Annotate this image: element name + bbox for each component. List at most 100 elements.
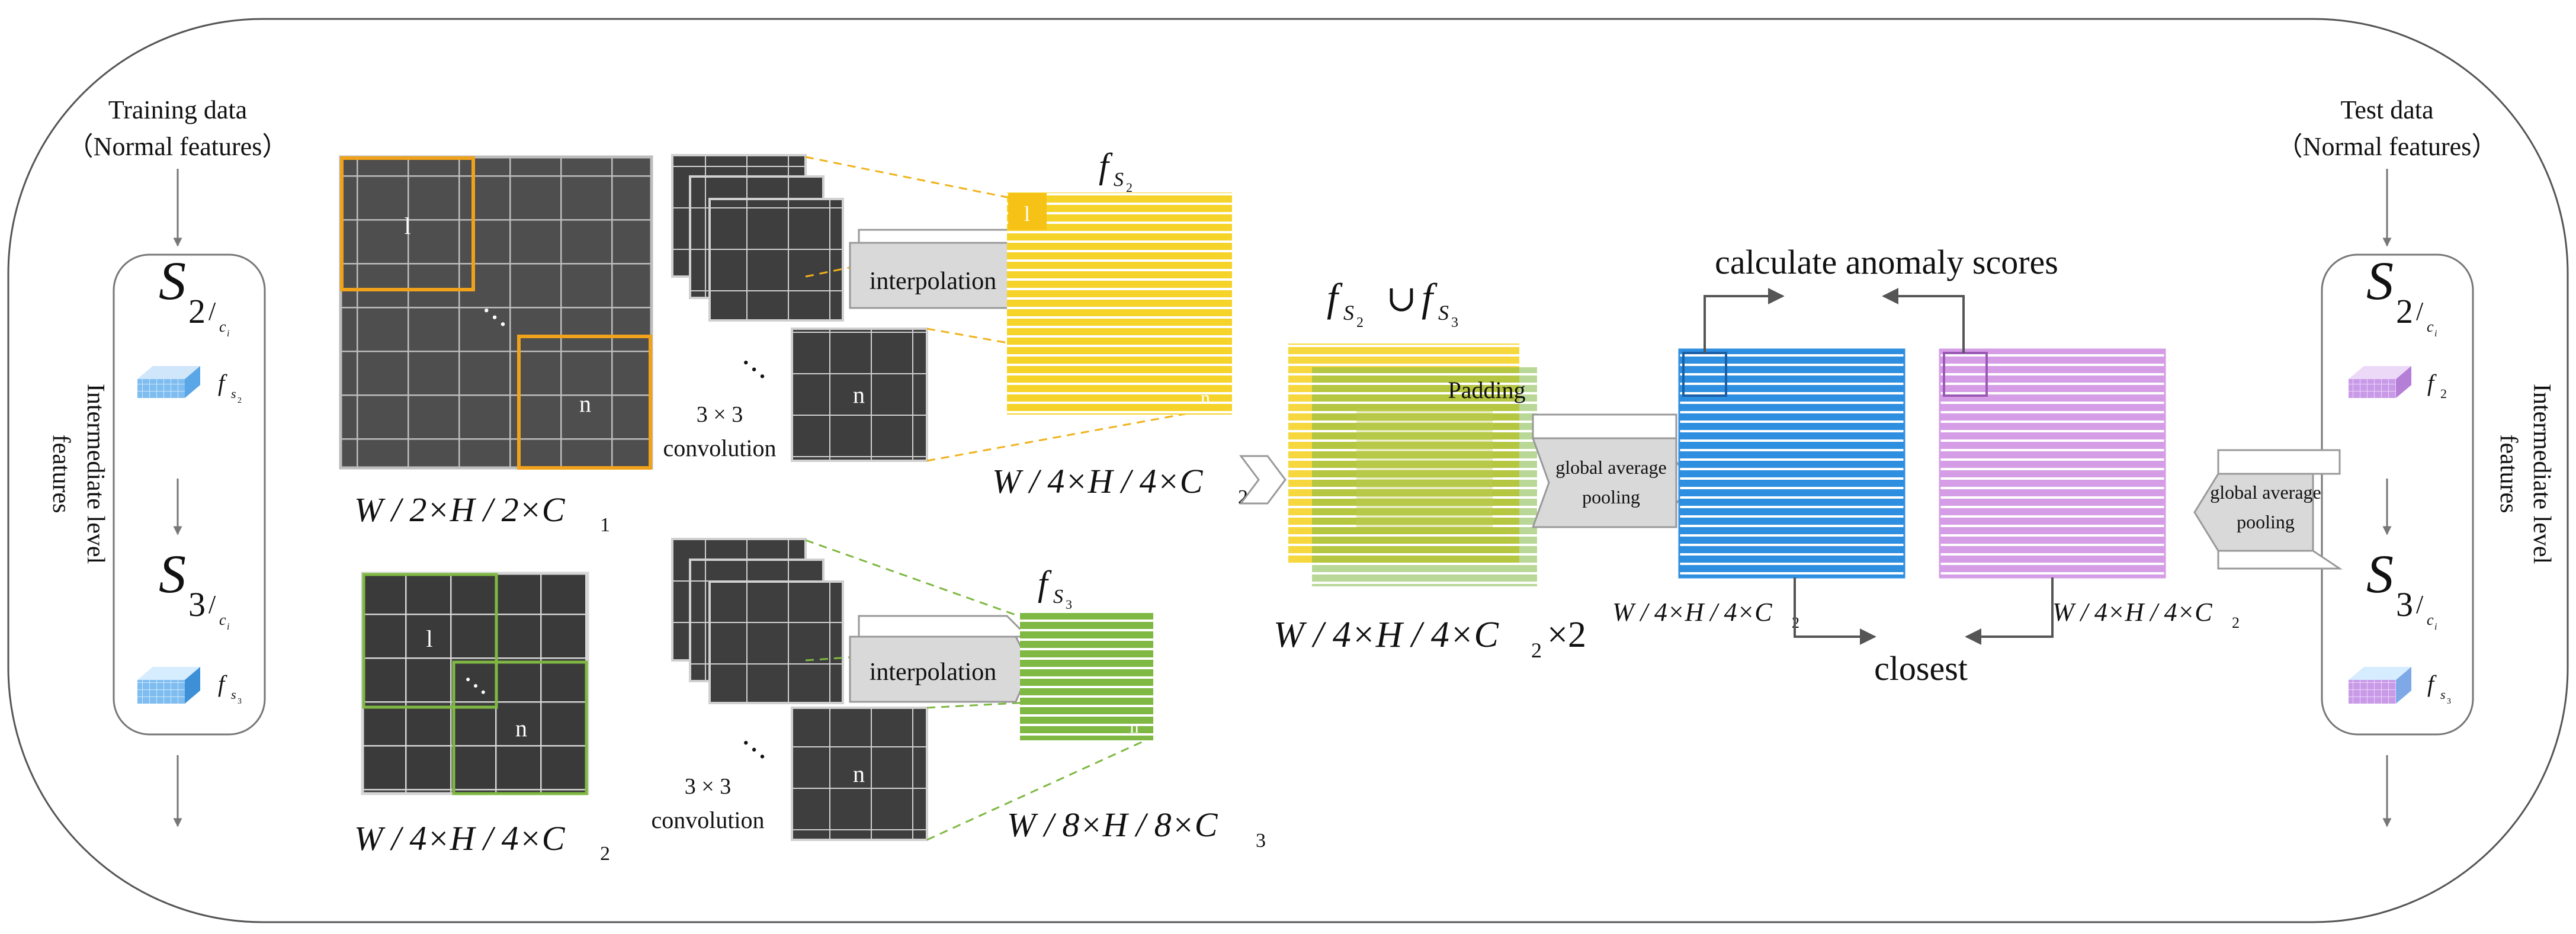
test-query-patch: [1943, 352, 1988, 397]
right-side-label-1: Intermediate level: [2528, 384, 2555, 564]
bottom-kernel-dots: …: [736, 719, 784, 767]
closest-arrow-left: [1794, 577, 1876, 645]
merge-pool-tab: [1532, 413, 1677, 439]
train-bank-dim: W / 4×H / 4×C: [1612, 598, 1772, 627]
bottom-patch-first-box: [362, 573, 498, 709]
left-stage2-ci: i: [227, 329, 229, 339]
outer-frame: [7, 18, 2569, 923]
test-bank-dim: W / 4×H / 4×C: [2052, 598, 2212, 627]
left-stage2-S: S: [159, 251, 186, 311]
merge-union: ∪: [1386, 279, 1417, 319]
top-patch-first: l: [404, 213, 410, 239]
right-pool-line2: pooling: [2237, 511, 2295, 532]
bottom-input-grid: [361, 572, 589, 795]
bottom-feature-sub: 3: [1066, 597, 1072, 612]
right-stage2-S: S: [2366, 251, 2394, 311]
merge-padding: Padding: [1448, 377, 1525, 403]
left-stage2-cdiv: /: [208, 297, 216, 326]
left-stage3-S: S: [159, 544, 186, 604]
bottom-patch-first: l: [426, 625, 432, 652]
top-feature-last-label: n: [1201, 387, 1210, 408]
top-input-dim-sub: 1: [600, 514, 610, 536]
closest-label: closest: [1874, 649, 1968, 688]
top-feature-first-label: l: [1024, 202, 1030, 226]
top-feature-S: S: [1114, 169, 1124, 191]
right-stage3-fsubsub: 3: [2447, 697, 2451, 706]
merge-overlap: [1356, 409, 1493, 527]
bottom-interp-label: interpolation: [870, 659, 997, 686]
top-input-dim: W / 2×H / 2×C: [354, 490, 566, 529]
left-stage3-cdiv: /: [208, 590, 216, 619]
left-stage2-c: c: [219, 318, 226, 335]
right-stage2-f: f: [2427, 370, 2437, 396]
merge-f1: f: [1327, 275, 1343, 320]
top-kernel-n: [791, 328, 928, 462]
merge-pool-line1: global average: [1555, 457, 1666, 478]
top-to-merge-chevron: [1239, 455, 1287, 505]
right-stage3-f: f: [2427, 670, 2437, 697]
bottom-interp-arrow-back: [858, 615, 1030, 638]
top-kernel-dots: …: [736, 339, 784, 387]
right-extractor-box: [2321, 253, 2474, 736]
merge-S2: S: [1438, 301, 1449, 325]
left-stage2-fsubsub: 2: [238, 396, 242, 405]
top-patch-last: n: [579, 390, 591, 417]
bottom-kernel-3: [708, 580, 844, 704]
right-pool-tail: [2217, 550, 2343, 570]
bottom-feature-f: f: [1038, 564, 1052, 603]
top-conv-line1: 3 × 3: [697, 402, 743, 427]
test-bank-dim-sub: 2: [2232, 614, 2240, 631]
left-stage3-sub: 3: [188, 585, 206, 624]
bottom-output-dim: W / 8×H / 8×C: [1007, 805, 1218, 844]
right-panel: Test data （Normal features） S 2 / c i f …: [2193, 95, 2555, 827]
bottom-feature-last-label: n: [1130, 717, 1139, 737]
left-side-label-2: features: [47, 435, 75, 513]
top-feature-f: f: [1099, 146, 1113, 185]
left-stage3-fsubsub: 3: [238, 697, 242, 706]
bottom-conv-line1: 3 × 3: [685, 774, 731, 799]
bottom-input-dim: W / 4×H / 4×C: [354, 819, 566, 858]
right-stage3-cdiv: /: [2416, 590, 2424, 619]
top-kernel-3: [708, 198, 844, 322]
bottom-input-dim-sub: 2: [600, 843, 610, 865]
calc-arrow-right: [1882, 288, 1965, 353]
top-input-grid: [339, 155, 653, 470]
merge-S1: S: [1343, 301, 1354, 325]
top-conv-line2: convolution: [663, 435, 776, 461]
scoring-block: calculate anomaly scores W / 4×H / 4×C 2…: [1612, 243, 2240, 688]
top-feature-patch-first: [1008, 193, 1047, 230]
right-stage3-S: S: [2366, 544, 2394, 604]
right-feature-cube-2: [2349, 366, 2411, 398]
top-feature-sub: 2: [1126, 180, 1133, 195]
right-title-line2: （Normal features）: [2277, 132, 2498, 161]
bottom-patch-last: n: [515, 715, 527, 742]
bottom-feature-S: S: [1053, 586, 1063, 608]
right-side-label-2: features: [2495, 435, 2522, 513]
right-stage3-c: c: [2427, 611, 2434, 628]
merge-dim-sub: 2: [1531, 638, 1542, 662]
left-feature-cube-2: [137, 366, 200, 398]
merge-sub2: 3: [1451, 315, 1458, 330]
right-stage2-ci: i: [2434, 329, 2437, 339]
top-interp-label: interpolation: [870, 268, 997, 295]
top-output-dim: W / 4×H / 4×C: [992, 462, 1204, 500]
right-stage2-fsub: 2: [2440, 386, 2447, 401]
left-stage3-f: f: [218, 670, 227, 697]
left-title-line2: （Normal features）: [68, 132, 288, 161]
merge-f2: f: [1422, 275, 1438, 320]
merge-pool-box: [1531, 437, 1677, 528]
left-side-label-1: Intermediate level: [82, 384, 109, 564]
bottom-kernel-n-label: n: [853, 760, 865, 787]
right-stage3-sub: 3: [2396, 585, 2413, 624]
top-branch: l n … W / 2×H / 2×C 1 … n 3 × 3 convolut…: [339, 146, 1287, 536]
merge-block: f S 2 ∪ f S 3 Padding global average poo…: [1273, 275, 1695, 662]
bottom-branch: l n … W / 4×H / 4×C 2 … n 3 × 3 convolut…: [354, 538, 1266, 865]
right-stage2-sub: 2: [2396, 292, 2413, 330]
right-stage2-c: c: [2427, 318, 2434, 335]
bottom-conv-line2: convolution: [651, 807, 764, 833]
right-stage3-ci: i: [2434, 622, 2437, 632]
left-stage2-sub: 2: [188, 292, 206, 330]
left-stage2-fsub: s: [231, 386, 236, 401]
left-stage3-fsub: s: [231, 687, 236, 702]
